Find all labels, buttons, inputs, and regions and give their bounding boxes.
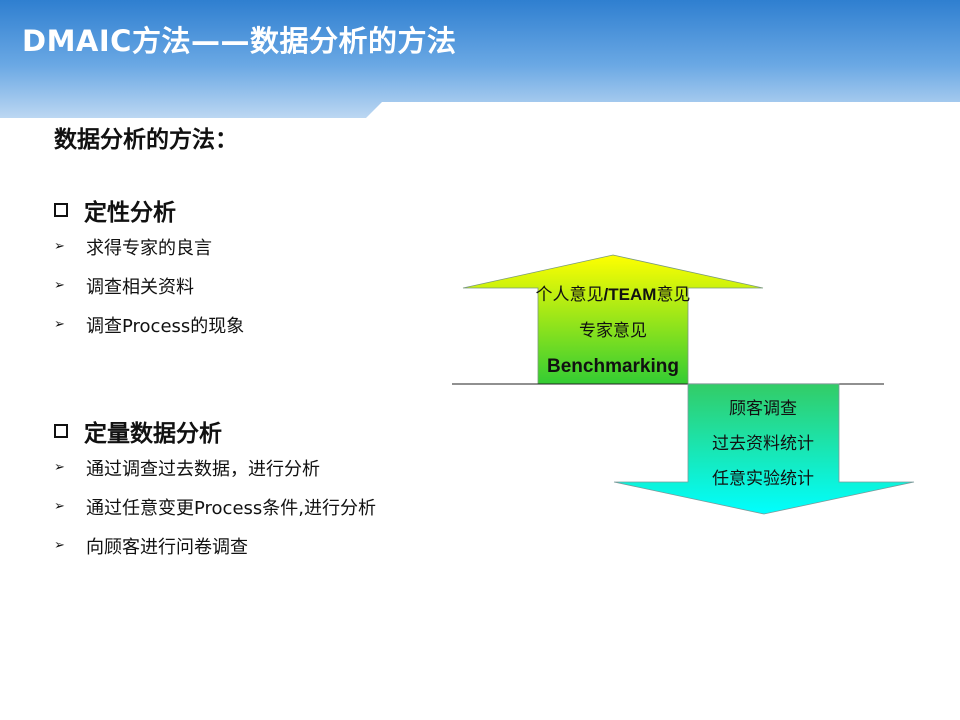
list-item: ➢ 通过任意变更Process条件,进行分析 bbox=[54, 487, 376, 526]
list-item: ➢ 向顾客进行问卷调查 bbox=[54, 526, 376, 565]
list-item-text: 调查Process的现象 bbox=[86, 315, 245, 337]
list-item: ➢ 调查相关资料 bbox=[54, 266, 244, 305]
arrow-bullet-icon: ➢ bbox=[54, 499, 65, 514]
arrow-bullet-icon: ➢ bbox=[54, 317, 65, 332]
page-title: DMAIC方法——数据分析的方法 bbox=[22, 24, 457, 58]
list-item: ➢ 求得专家的良言 bbox=[54, 227, 244, 266]
arrow-bullet-icon: ➢ bbox=[54, 278, 65, 293]
arrow-bullet-icon: ➢ bbox=[54, 538, 65, 553]
quantitative-title: 定量数据分析 bbox=[54, 414, 376, 448]
header-band: DMAIC方法——数据分析的方法 bbox=[0, 0, 960, 118]
up-arrow-line3: Benchmarking bbox=[547, 356, 679, 377]
down-arrow bbox=[613, 383, 915, 515]
arrow-bullet-icon: ➢ bbox=[54, 239, 65, 254]
qualitative-title-text: 定性分析 bbox=[84, 200, 176, 226]
list-item-text: 向顾客进行问卷调查 bbox=[86, 536, 248, 558]
analysis-diagram: 个人意见/TEAM意见 专家意见 Benchmarking 顾客调查 过去资料统… bbox=[450, 254, 920, 520]
checkbox-icon bbox=[54, 203, 68, 217]
quantitative-section: 定量数据分析 ➢ 通过调查过去数据，进行分析 ➢ 通过任意变更Process条件,进… bbox=[54, 414, 376, 565]
down-arrow-line1: 顾客调查 bbox=[729, 399, 797, 419]
list-item-text: 通过任意变更Process条件,进行分析 bbox=[86, 497, 377, 519]
checkbox-icon bbox=[54, 424, 68, 438]
down-arrow-line2: 过去资料统计 bbox=[712, 434, 814, 454]
up-arrow-line2: 专家意见 bbox=[579, 321, 647, 341]
section-heading: 数据分析的方法： bbox=[54, 127, 238, 153]
diagram-svg: 个人意见/TEAM意见 专家意见 Benchmarking 顾客调查 过去资料统… bbox=[452, 254, 915, 515]
up-arrow-line1: 个人意见/TEAM意见 bbox=[536, 285, 691, 305]
list-item: ➢ 通过调查过去数据，进行分析 bbox=[54, 448, 376, 487]
list-item: ➢ 调查Process的现象 bbox=[54, 305, 244, 344]
qualitative-section: 定性分析 ➢ 求得专家的良言 ➢ 调查相关资料 ➢ 调查Process的现象 bbox=[54, 193, 244, 344]
qualitative-title: 定性分析 bbox=[54, 193, 244, 227]
list-item-text: 调查相关资料 bbox=[86, 276, 194, 298]
list-item-text: 求得专家的良言 bbox=[86, 237, 212, 259]
header-background bbox=[0, 0, 960, 118]
arrow-bullet-icon: ➢ bbox=[54, 460, 65, 475]
list-item-text: 通过调查过去数据，进行分析 bbox=[86, 458, 320, 480]
down-arrow-line3: 任意实验统计 bbox=[712, 469, 814, 489]
quantitative-title-text: 定量数据分析 bbox=[84, 421, 222, 447]
